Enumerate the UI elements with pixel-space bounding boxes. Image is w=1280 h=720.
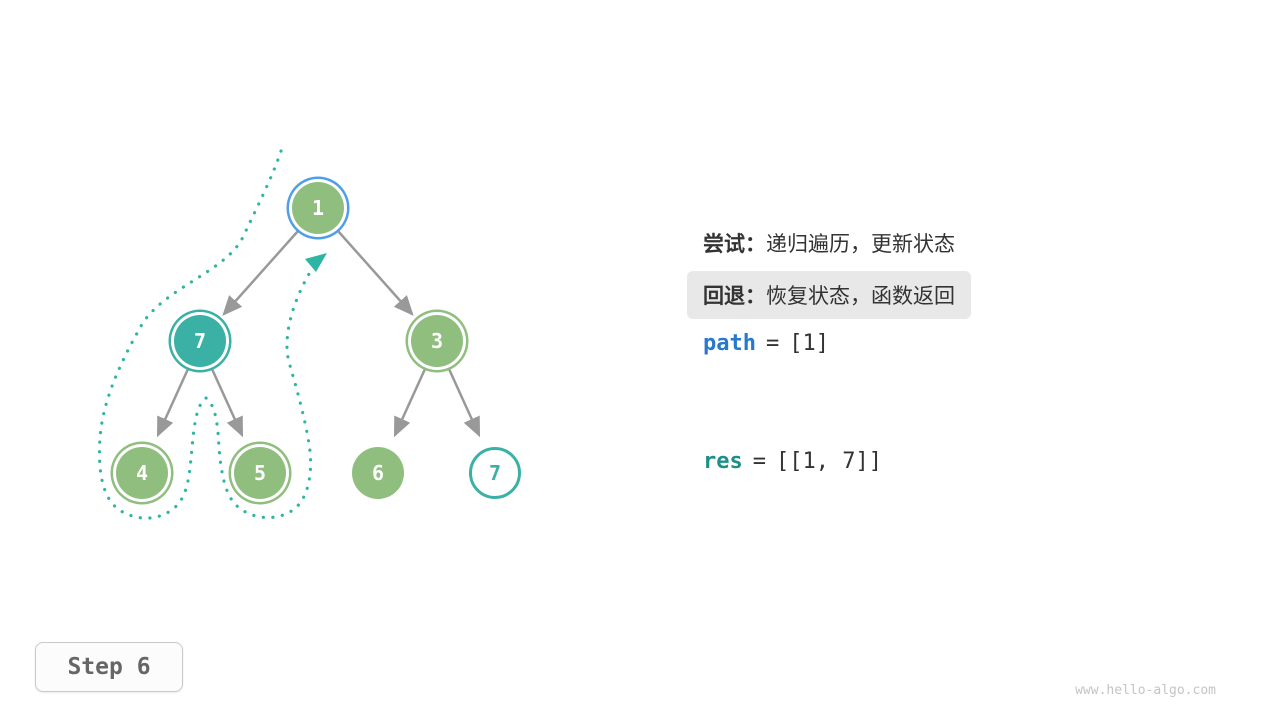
edge-1-to-3 <box>337 230 414 316</box>
legend-try-text: 递归遍历，更新状态 <box>766 233 955 256</box>
step-indicator: Step 6 <box>35 642 183 692</box>
legend-try: 尝试：递归遍历，更新状态 <box>703 228 955 258</box>
res-value: [[1, 7]] <box>776 449 882 474</box>
legend-backtrack: 回退：恢复状态，函数返回 <box>687 271 971 319</box>
variable-path: path = [1] <box>703 331 829 356</box>
tree-node-5: 5 <box>234 447 286 499</box>
legend-backtrack-label: 回退： <box>703 285 766 308</box>
edge-3-to-7 <box>447 368 481 438</box>
node-value: 6 <box>371 461 385 485</box>
edge-7-to-5 <box>210 368 244 438</box>
step-label: Step 6 <box>67 654 151 680</box>
backtrack-path <box>97 149 316 520</box>
tree-node-3: 3 <box>411 315 463 367</box>
path-variable-name: path <box>703 331 756 356</box>
tree-edges-layer <box>97 149 481 520</box>
legend-backtrack-text: 恢复状态，函数返回 <box>766 285 955 308</box>
res-equals: = <box>752 449 766 474</box>
tree-node-7-right: 7 <box>469 447 521 499</box>
node-value: 7 <box>193 329 207 353</box>
node-value: 5 <box>253 461 267 485</box>
node-value: 1 <box>311 196 325 220</box>
path-value: [1] <box>789 331 829 356</box>
variable-res: res = [[1, 7]] <box>703 449 882 474</box>
edge-1-to-7 <box>222 230 299 316</box>
node-value: 4 <box>135 461 149 485</box>
path-equals: = <box>765 331 780 356</box>
watermark: www.hello-algo.com <box>1075 683 1216 698</box>
edge-3-to-6 <box>393 368 427 438</box>
tree-node-7-left: 7 <box>174 315 226 367</box>
edge-7-to-4 <box>156 368 190 438</box>
tree-node-1: 1 <box>292 182 344 234</box>
res-variable-name: res <box>703 449 743 474</box>
tree-node-6: 6 <box>352 447 404 499</box>
tree-node-4: 4 <box>116 447 168 499</box>
node-value: 3 <box>430 329 444 353</box>
backtrack-arrowhead-icon <box>305 253 327 272</box>
node-value: 7 <box>488 461 502 485</box>
legend-try-label: 尝试： <box>703 233 766 256</box>
